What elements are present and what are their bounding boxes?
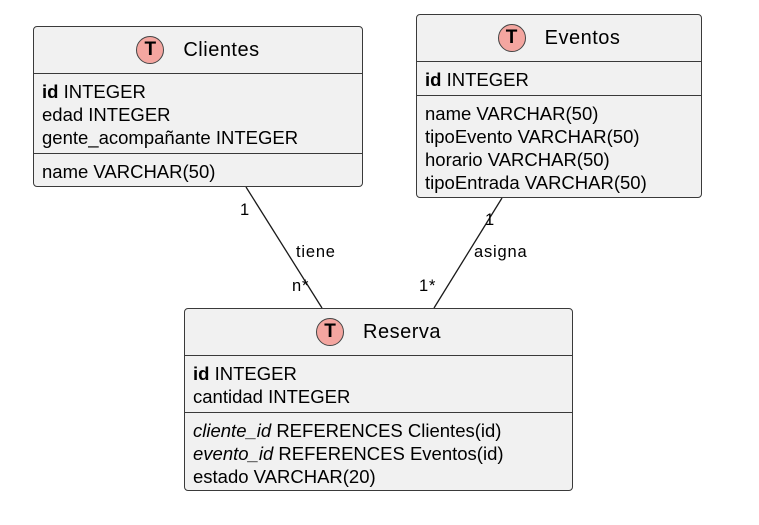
relation-tiene-label: tiene [296, 243, 336, 261]
entity-eventos-key-section: id INTEGER [417, 62, 701, 95]
field-row: horario VARCHAR(50) [425, 149, 610, 170]
field-key: id [425, 69, 442, 90]
relation-asigna-to-cardinality: 1* [419, 277, 437, 295]
field-key: id [42, 81, 59, 102]
field-name: cantidad [193, 386, 263, 407]
table-icon: T [316, 318, 344, 346]
table-icon: T [497, 24, 526, 52]
entity-eventos[interactable]: T Eventos id INTEGER name VARCHAR(50) ti… [416, 14, 702, 198]
field-row: id INTEGER [42, 80, 354, 103]
entity-reserva-fields-section: cliente_id REFERENCES Clientes(id) event… [185, 412, 572, 492]
relation-tiene-line [245, 186, 323, 309]
field-row: name VARCHAR(50) [425, 103, 599, 124]
field-row: tipoEntrada VARCHAR(50) [425, 172, 647, 193]
entity-clientes-key-section: id INTEGER edad INTEGER gente_acompañant… [34, 74, 362, 153]
field-row: cliente_id REFERENCES Clientes(id) [193, 419, 564, 442]
entity-eventos-fields-section: name VARCHAR(50) tipoEvento VARCHAR(50) … [417, 95, 701, 198]
field-row: evento_id REFERENCES Eventos(id) [193, 442, 564, 465]
entity-eventos-header: T Eventos [417, 15, 701, 62]
field-type: INTEGER [88, 104, 171, 125]
field-row: id INTEGER [425, 68, 693, 91]
field-row: gente_acompañante INTEGER [42, 126, 354, 149]
relation-tiene-from-cardinality: 1 [240, 201, 250, 219]
entity-eventos-title: Eventos [544, 26, 621, 49]
field-type: INTEGER [215, 127, 299, 148]
entity-reserva[interactable]: T Reserva id INTEGER cantidad INTEGER cl… [184, 308, 573, 491]
field-row: name VARCHAR(50) [42, 161, 216, 182]
field-row: cantidad INTEGER [193, 385, 564, 408]
field-name: edad [42, 104, 84, 125]
field-name: gente_acompañante [42, 127, 211, 148]
field-type: INTEGER [268, 386, 351, 407]
field-type: INTEGER [63, 81, 146, 102]
foreign-key-name: cliente_id [193, 420, 272, 441]
foreign-key-ref: REFERENCES Clientes(id) [276, 420, 502, 441]
table-icon: T [136, 36, 165, 64]
entity-reserva-header: T Reserva [185, 309, 572, 356]
relation-tiene-to-cardinality: n* [292, 277, 310, 295]
foreign-key-name: evento_id [193, 443, 274, 464]
foreign-key-ref: REFERENCES Eventos(id) [278, 443, 504, 464]
entity-reserva-key-section: id INTEGER cantidad INTEGER [185, 356, 572, 412]
field-row: estado VARCHAR(20) [193, 466, 376, 487]
relation-asigna-from-cardinality: 1 [485, 211, 495, 229]
field-key: id [193, 363, 210, 384]
entity-clientes[interactable]: T Clientes id INTEGER edad INTEGER gente… [33, 26, 363, 187]
field-row: id INTEGER [193, 362, 564, 385]
field-row: tipoEvento VARCHAR(50) [425, 126, 640, 147]
field-type: INTEGER [446, 69, 529, 90]
field-type: INTEGER [214, 363, 297, 384]
field-row: edad INTEGER [42, 103, 354, 126]
entity-clientes-title: Clientes [183, 38, 260, 61]
relation-asigna-line [433, 197, 503, 309]
entity-clientes-header: T Clientes [34, 27, 362, 74]
entity-reserva-title: Reserva [363, 320, 441, 343]
relation-asigna-label: asigna [474, 243, 528, 261]
entity-clientes-fields-section: name VARCHAR(50) [34, 153, 362, 187]
